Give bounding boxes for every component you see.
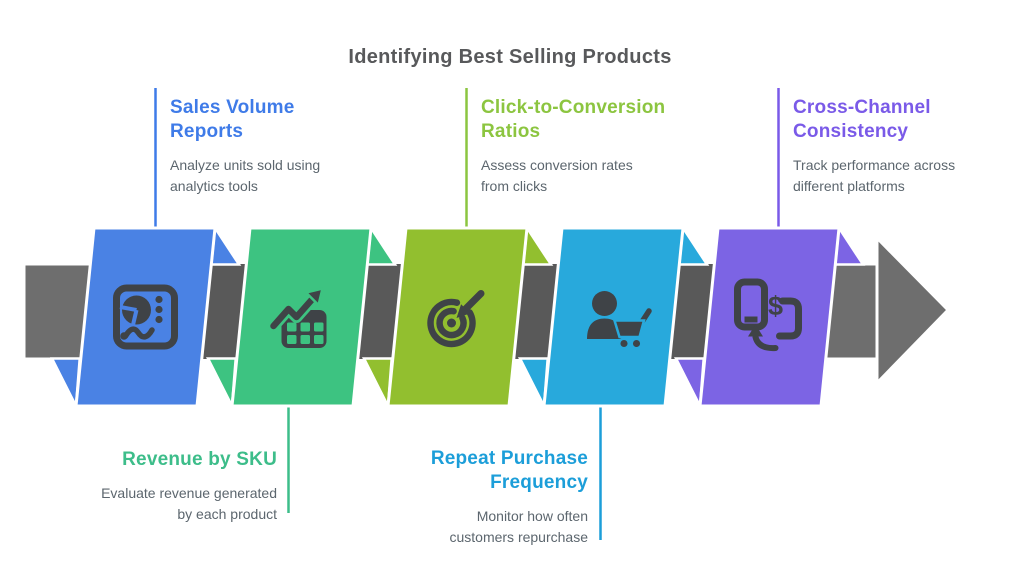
click-target-icon — [427, 290, 485, 348]
step-3-description: Assess conversion rates from clicks — [481, 157, 633, 194]
step-1-title: Sales Volume Reports — [170, 97, 295, 142]
arrow-head — [875, 234, 951, 387]
step-4-description: Monitor how often customers repurchase — [449, 508, 588, 545]
step-2-title: Revenue by SKU — [122, 449, 277, 470]
band-shadow-1 — [201, 264, 247, 359]
step-5-label-block: Cross-Channel Consistency Track performa… — [793, 96, 998, 197]
step-4-parallelogram — [542, 226, 685, 408]
step-4-label-block: Repeat Purchase Frequency Monitor how of… — [388, 447, 588, 548]
step-1-description: Analyze units sold using analytics tools — [170, 157, 321, 194]
step-2-description: Evaluate revenue generated by each produ… — [101, 485, 277, 522]
revenue-table-growth-icon — [269, 286, 327, 348]
step-5-description: Track performance across different platf… — [793, 157, 956, 194]
page-title: Identifying Best Selling Products — [348, 46, 672, 68]
step-5-title: Cross-Channel Consistency — [793, 97, 931, 142]
cross-channel-sync-icon: $ — [734, 278, 802, 352]
step-2-label-block: Revenue by SKU Evaluate revenue generate… — [77, 448, 277, 525]
dollar-sign: $ — [768, 291, 783, 321]
band-shadow-3 — [513, 264, 559, 359]
step-4-title: Repeat Purchase Frequency — [430, 448, 588, 493]
step-1-label-block: Sales Volume Reports Analyze units sold … — [170, 96, 370, 197]
repeat-customer-cart-icon — [587, 291, 652, 350]
dashboard-analytics-icon — [113, 284, 178, 350]
step-3-title: Click-to-Conversion Ratios — [481, 97, 666, 142]
step-3-label-block: Click-to-Conversion Ratios Assess conver… — [481, 96, 691, 197]
step-5-parallelogram — [698, 226, 841, 408]
band-shadow-2 — [357, 264, 403, 359]
band-shadow-4 — [669, 264, 715, 359]
